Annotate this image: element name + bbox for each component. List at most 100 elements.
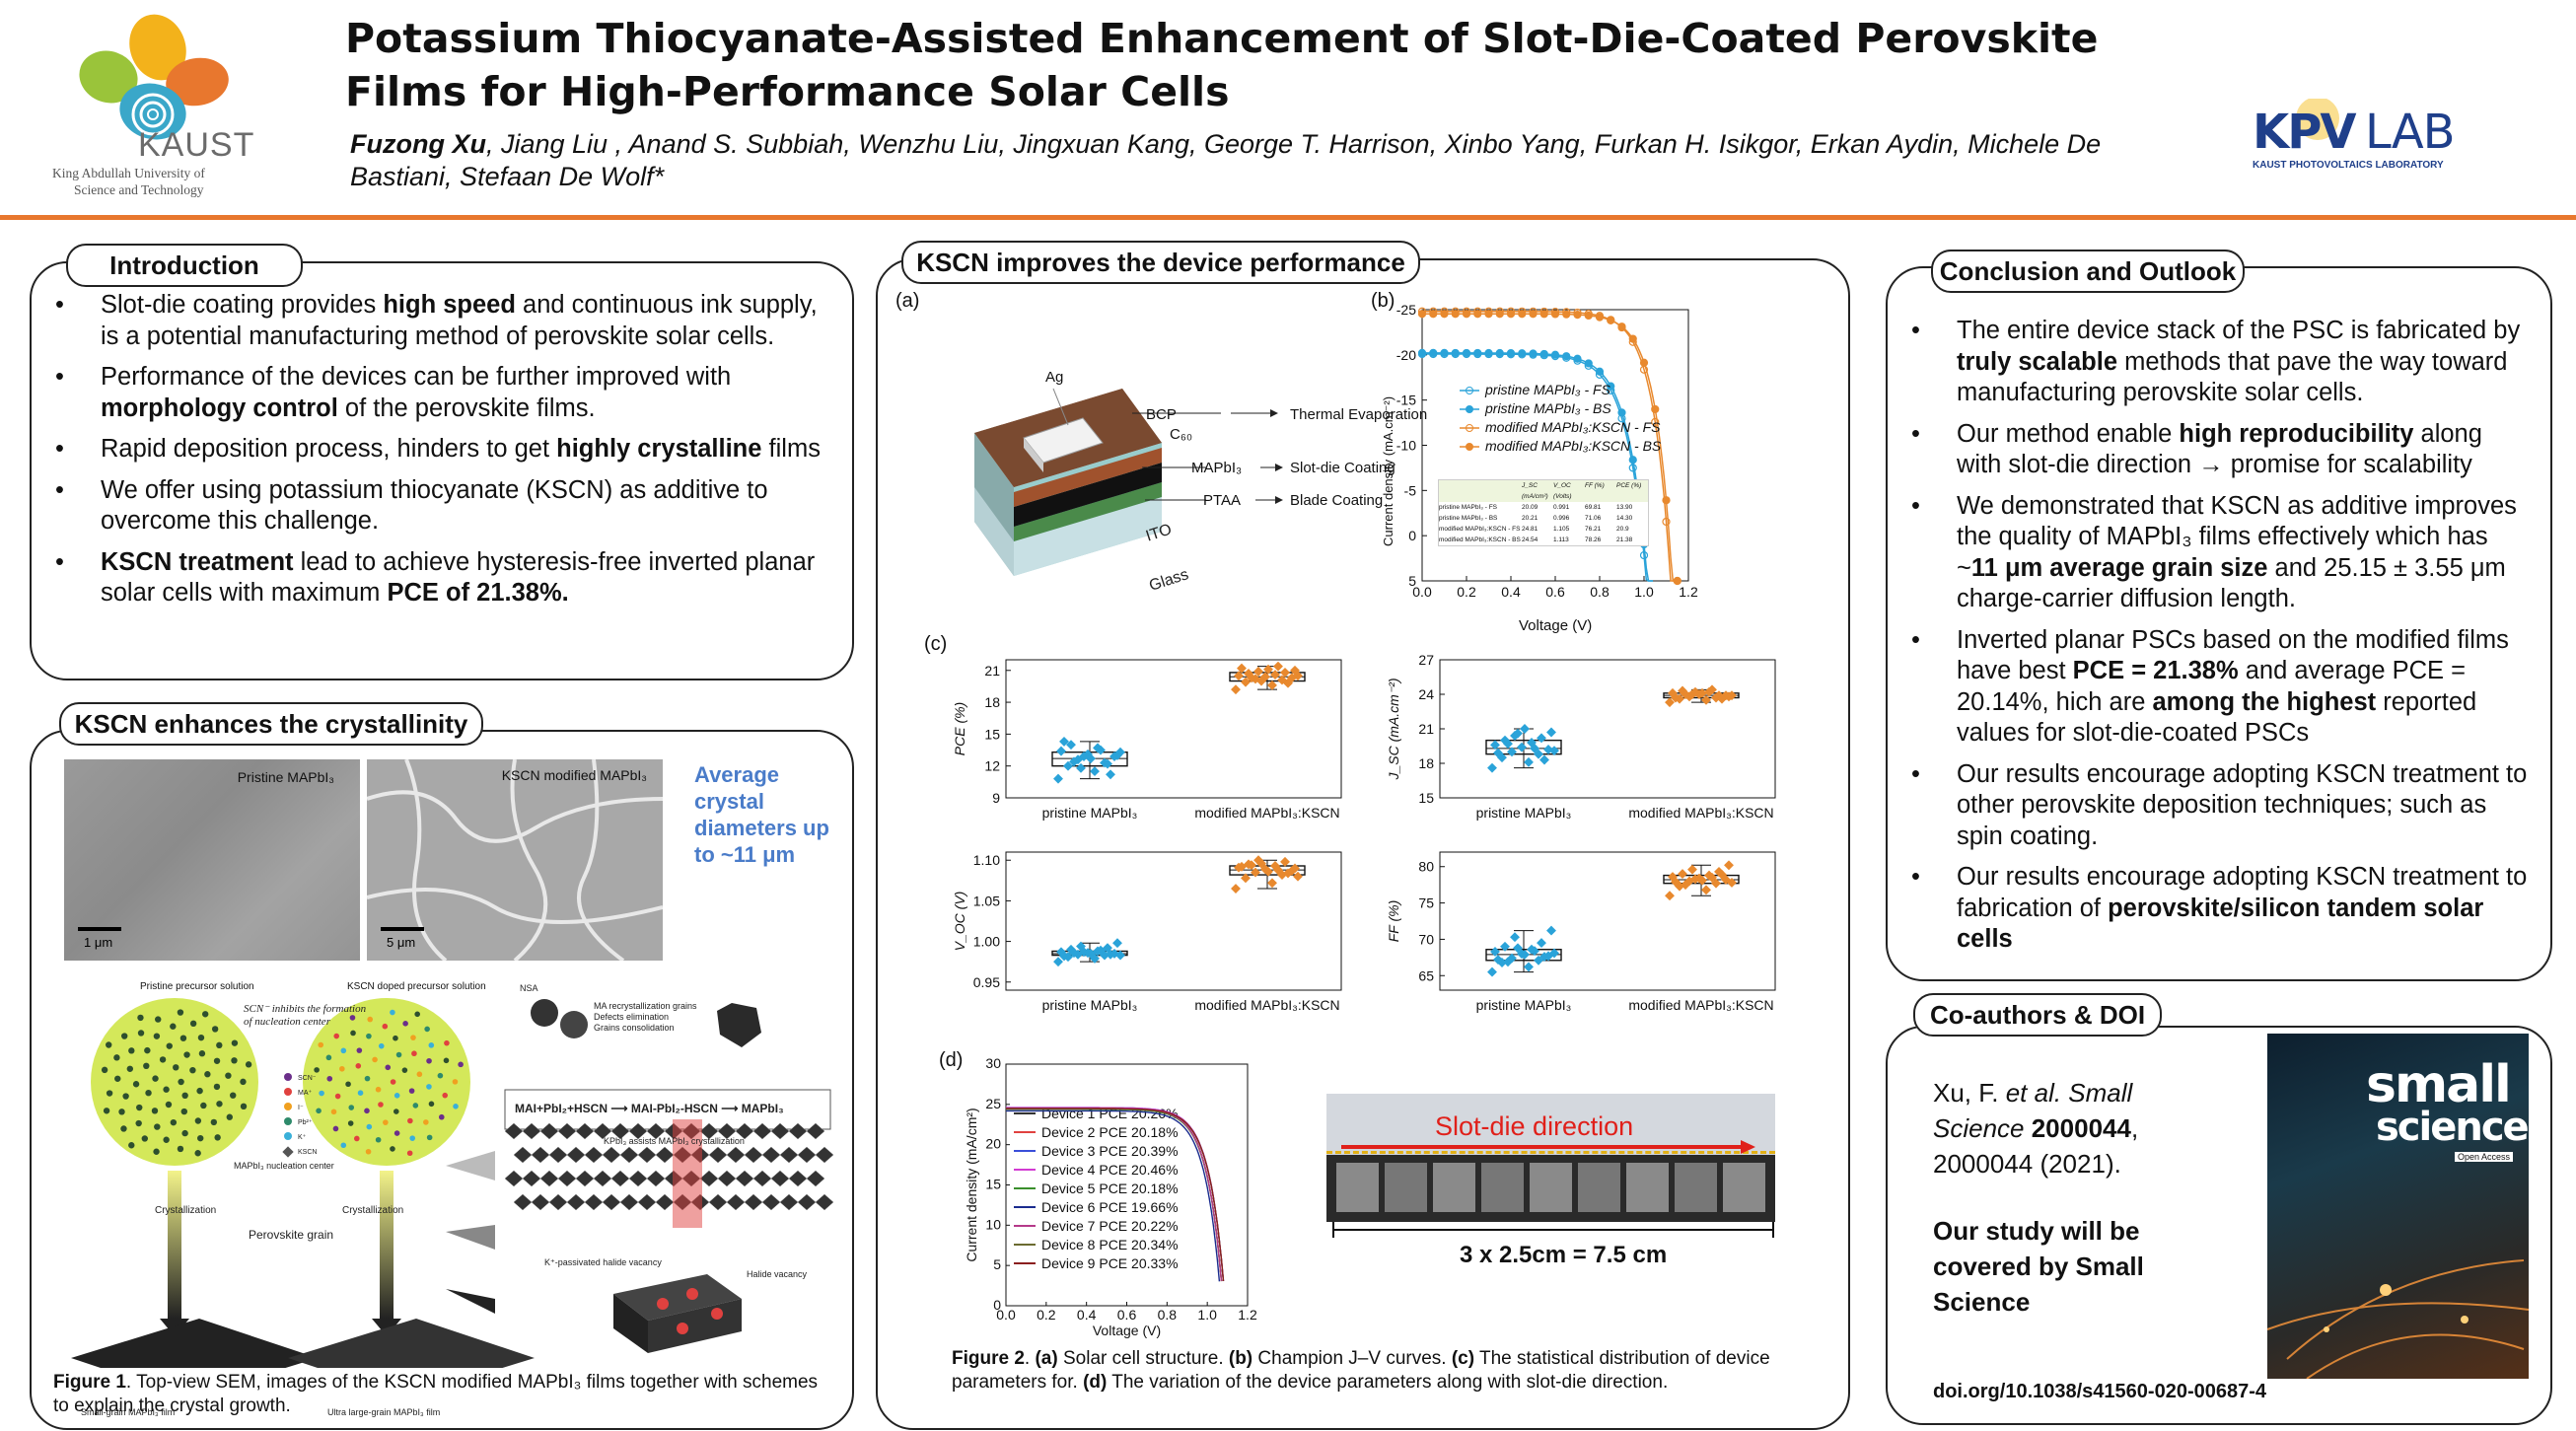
data-point xyxy=(1727,877,1737,888)
species-dot xyxy=(325,1054,332,1061)
data-point xyxy=(1273,865,1283,876)
species-dot xyxy=(366,1033,372,1039)
data-point xyxy=(1290,863,1300,874)
species-dot xyxy=(348,1105,355,1110)
nucleation-dot xyxy=(118,1109,125,1115)
nucleation-dot xyxy=(245,1061,252,1068)
grain-boundaries-icon xyxy=(367,759,663,961)
scale-label: 1 μm xyxy=(84,935,113,950)
data-point xyxy=(1267,878,1277,889)
nucleation-dot xyxy=(173,1064,179,1071)
data-point xyxy=(1251,867,1260,878)
data-point xyxy=(1253,666,1263,677)
lattice-octahedron xyxy=(610,1170,630,1187)
species-dot xyxy=(428,1101,435,1108)
data-point xyxy=(1537,938,1546,949)
nucleation-dot xyxy=(132,1081,140,1088)
scale-label: 5 μm xyxy=(387,935,416,950)
data-point xyxy=(1487,762,1497,773)
nucleation-dot xyxy=(121,1033,128,1039)
species-dot xyxy=(409,1135,416,1141)
other-authors: , Jiang Liu , Anand S. Subbiah, Wenzhu L… xyxy=(350,129,2102,191)
jv-point xyxy=(1417,348,1427,358)
lattice-octahedron xyxy=(806,1170,825,1187)
nucleation-dot xyxy=(216,1101,223,1108)
nucleation-dot xyxy=(225,1072,232,1079)
jv-point xyxy=(1662,517,1671,527)
data-point xyxy=(1069,948,1079,959)
lattice-octahedron xyxy=(752,1170,772,1187)
table-cell: 20.9 xyxy=(1616,526,1629,533)
data-point xyxy=(1053,957,1063,967)
nucleation-dot xyxy=(179,1035,187,1041)
data-point xyxy=(1671,692,1681,703)
legend-label: modified MAPbI₃:KSCN - BS xyxy=(1485,438,1662,454)
jv-point xyxy=(1440,310,1449,319)
category-label: modified MAPbI₃:KSCN xyxy=(1194,805,1339,821)
kaust-line1: King Abdullah University of xyxy=(52,166,205,180)
y-tick-label: 27 xyxy=(1418,652,1434,668)
nucleation-dot xyxy=(231,1057,238,1064)
data-point xyxy=(1493,748,1503,758)
species-dot xyxy=(453,1104,459,1109)
conclusion-bullet: Our results encourage adopting KSCN trea… xyxy=(1888,759,2529,853)
jv-point xyxy=(1639,358,1649,367)
species-dot xyxy=(452,1079,459,1085)
species-dot xyxy=(383,1119,389,1125)
layer-ptaa: PTAA xyxy=(1203,492,1242,509)
data-point xyxy=(1503,739,1513,750)
jv-point xyxy=(1595,367,1605,376)
species-dot xyxy=(410,1035,416,1040)
jv-point xyxy=(1573,354,1582,363)
x-axis-label: Voltage (V) xyxy=(1093,1323,1161,1338)
y-axis-label: V_OC (V) xyxy=(952,892,967,952)
nucleation-dot xyxy=(152,1075,159,1082)
data-point xyxy=(1106,769,1115,780)
data-point xyxy=(1717,869,1727,880)
species-dot xyxy=(340,1142,347,1149)
lattice-octahedron xyxy=(522,1170,541,1187)
jv-point xyxy=(1451,348,1460,358)
doi-link[interactable]: doi.org/10.1038/s41560-020-00687-4 xyxy=(1933,1381,2266,1402)
species-dot xyxy=(318,1041,324,1048)
data-point xyxy=(1546,925,1556,936)
nucleation-dot xyxy=(210,1118,218,1126)
jv-point xyxy=(1617,322,1626,331)
y-tick-label: 10 xyxy=(985,1216,1001,1232)
species-dot xyxy=(349,1015,356,1021)
lattice-octahedron xyxy=(584,1193,604,1211)
lattice-octahedron xyxy=(619,1193,639,1211)
data-point xyxy=(1273,661,1283,672)
species-dot xyxy=(438,1113,445,1120)
lattice-octahedron xyxy=(779,1146,799,1164)
data-point xyxy=(1096,945,1106,956)
y-tick-label: 5 xyxy=(1408,573,1416,589)
poster-title: Potassium Thiocyanate-Assisted Enhanceme… xyxy=(345,15,2099,115)
table-cell: 0.996 xyxy=(1553,515,1570,522)
category-label: modified MAPbI₃:KSCN xyxy=(1194,997,1339,1013)
nucleation-dot xyxy=(159,1056,167,1063)
introduction-panel: Slot-die coating provides high speed and… xyxy=(30,261,854,680)
data-point xyxy=(1549,746,1559,756)
nucleation-dot xyxy=(198,1050,206,1057)
label-c: (c) xyxy=(924,633,948,655)
nucleation-dot xyxy=(231,1039,239,1046)
species-dot xyxy=(375,1086,382,1093)
species-dot xyxy=(443,1057,450,1064)
species-dot xyxy=(382,1023,389,1030)
scale-bar xyxy=(381,927,424,931)
jv-point xyxy=(1673,576,1682,586)
nucleation-dot xyxy=(226,1113,233,1120)
method-blade: Blade Coating xyxy=(1290,492,1384,509)
nucleation-dot xyxy=(114,1075,121,1082)
method-slotdie: Slot-die Coating xyxy=(1290,460,1395,476)
x-tick-label: 1.2 xyxy=(1679,584,1698,600)
species-dot xyxy=(372,1056,378,1063)
perovskite-grain-label: Perovskite grain xyxy=(249,1228,334,1242)
jv-point xyxy=(1651,417,1660,427)
conclusion-bullet: Inverted planar PSCs based on the modifi… xyxy=(1888,625,2529,750)
data-point xyxy=(1681,880,1690,891)
